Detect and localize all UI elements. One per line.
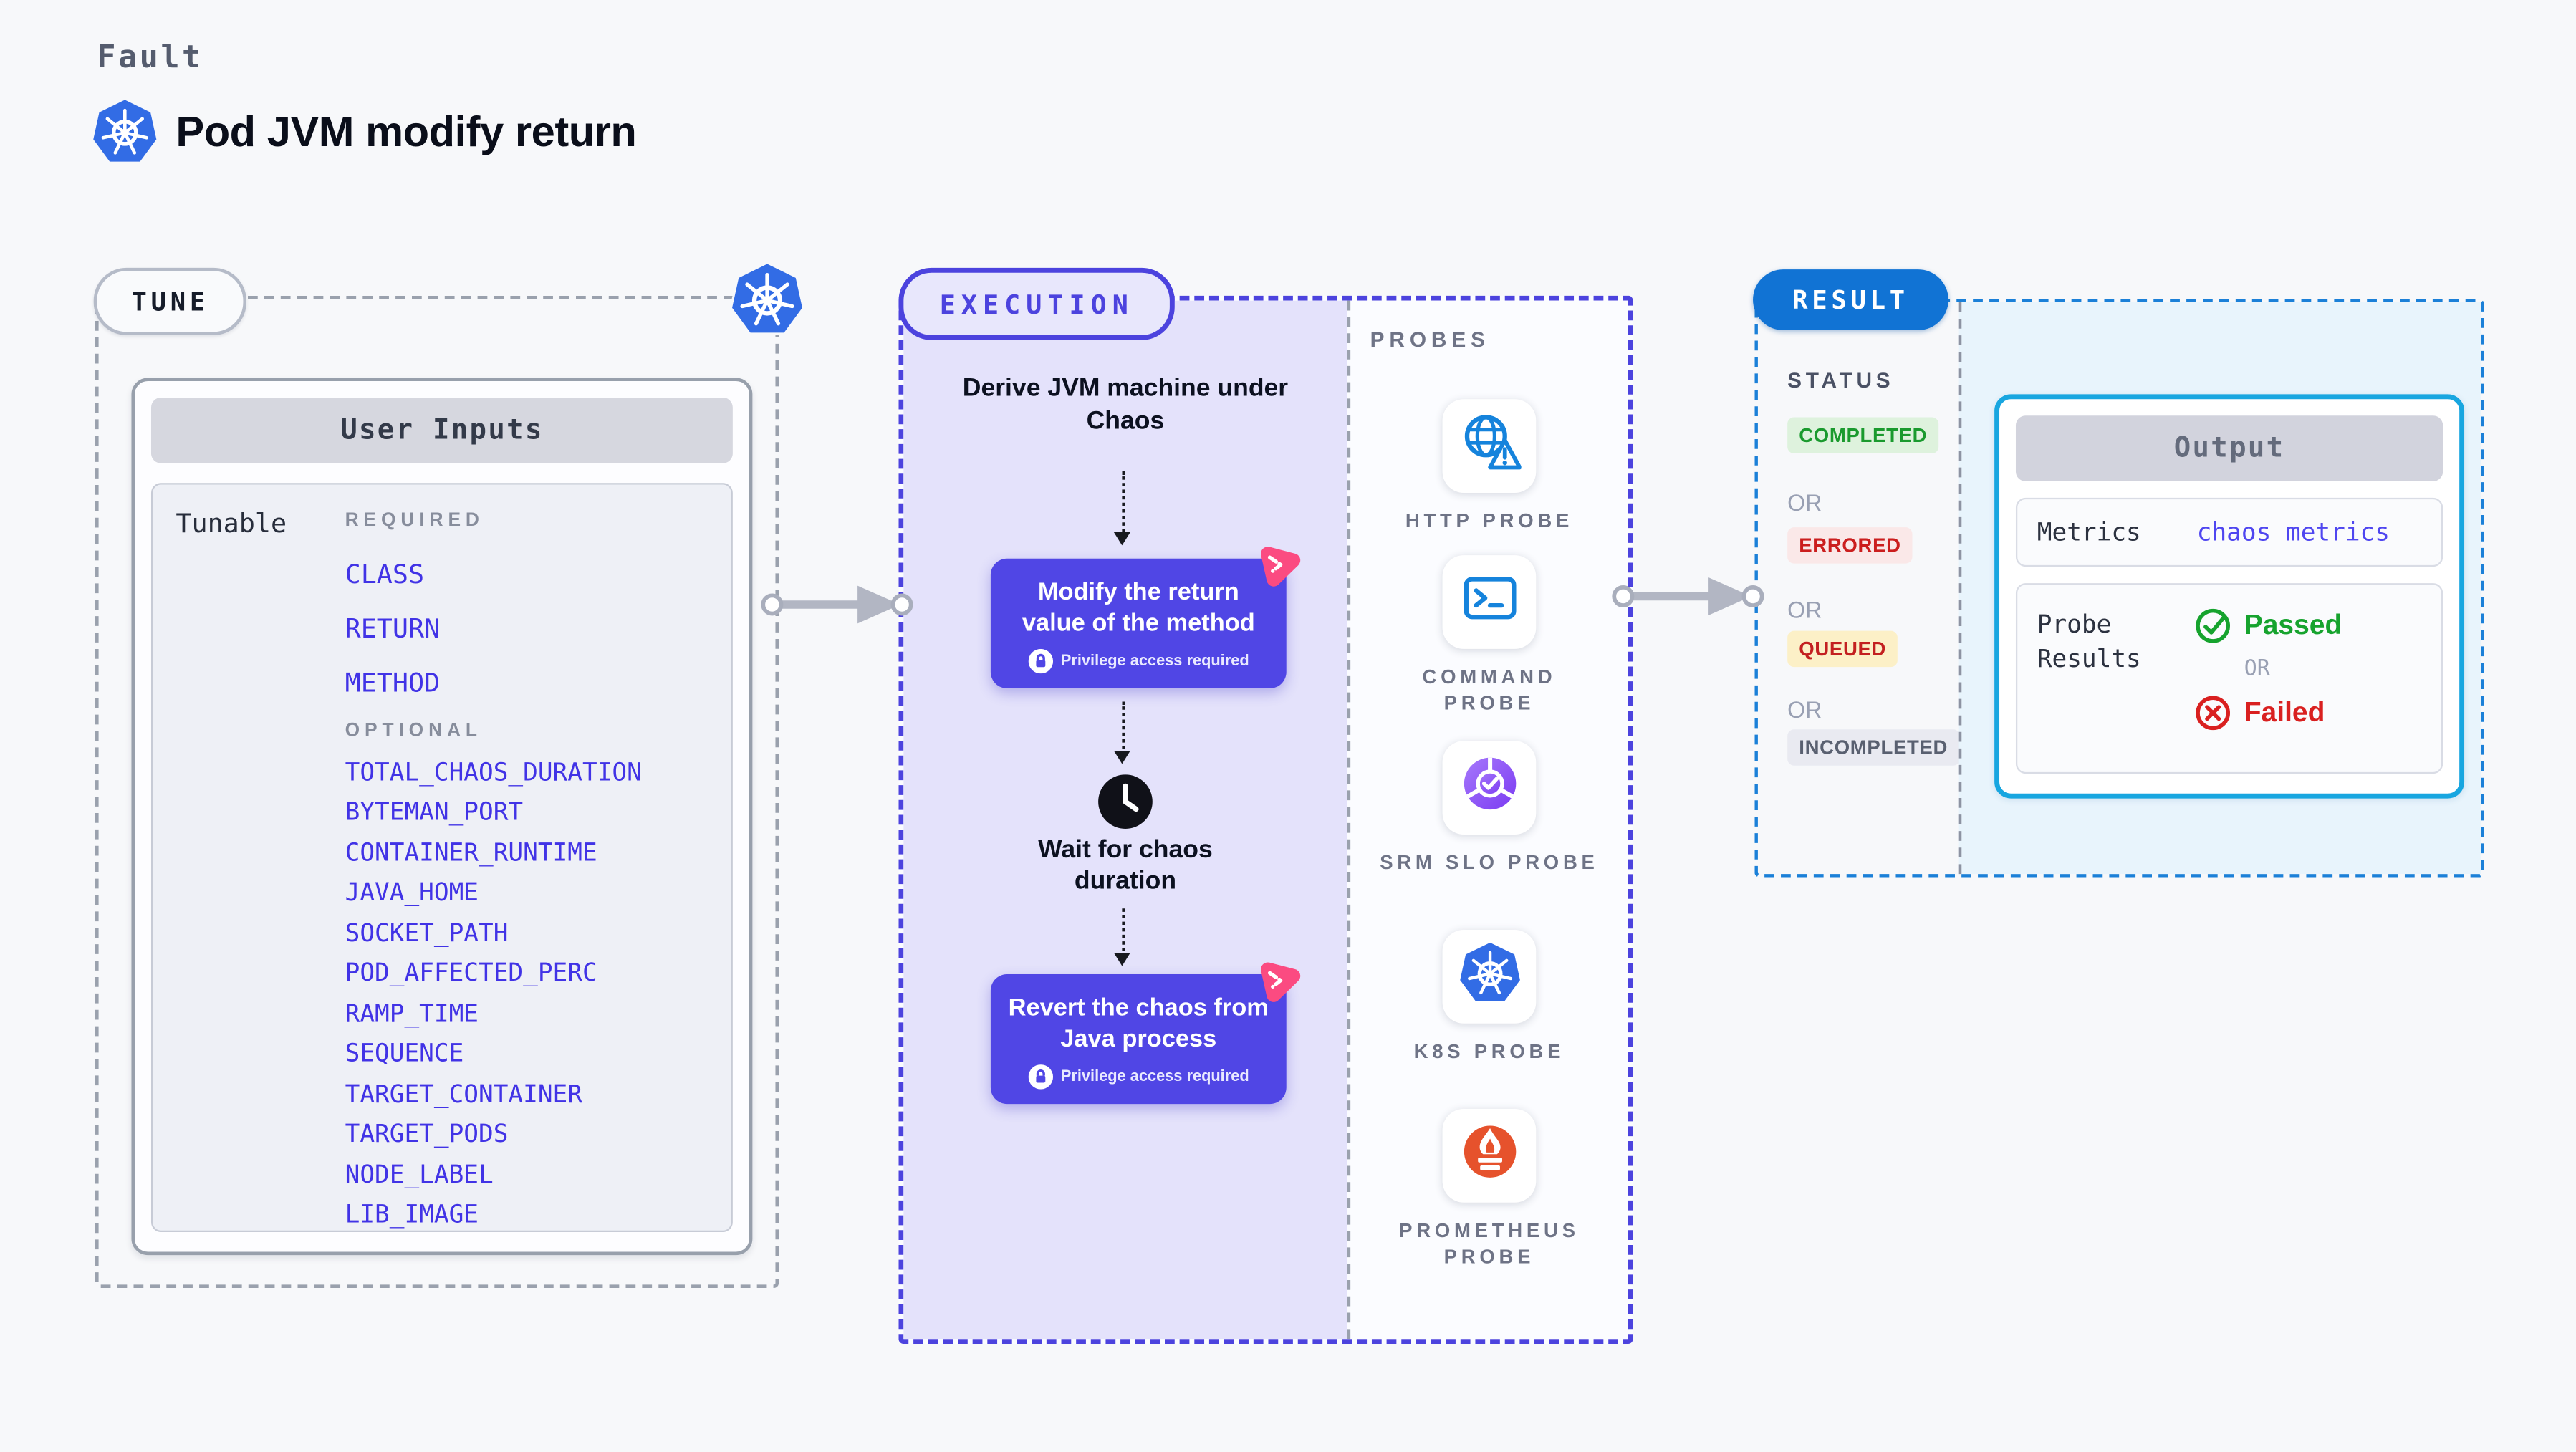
param-link[interactable]: RETURN xyxy=(345,612,441,645)
status-label: STATUS xyxy=(1787,367,1895,393)
param-link[interactable]: CONTAINER_RUNTIME xyxy=(345,837,597,867)
metrics-value-link[interactable]: chaos metrics xyxy=(2196,517,2390,547)
modify-step-card: Modify the return value of the method Pr… xyxy=(990,547,1301,688)
flow-arrow-icon xyxy=(1113,701,1130,764)
param-link[interactable]: RAMP_TIME xyxy=(345,998,479,1028)
tune-to-execution-arrow xyxy=(761,585,913,624)
probe-card xyxy=(1442,555,1537,649)
privilege-row: Privilege access required xyxy=(1004,648,1273,674)
output-title: Output xyxy=(2015,415,2443,481)
probes-label: PROBES xyxy=(1370,327,1490,352)
probe-item: COMMAND PROBE xyxy=(1366,555,1613,716)
param-link[interactable]: TARGET_PODS xyxy=(345,1118,509,1149)
status-badge-incompleted: INCOMPLETED xyxy=(1787,729,1960,766)
or-label: OR xyxy=(1787,696,1822,723)
param-link[interactable]: TARGET_CONTAINER xyxy=(345,1078,582,1108)
execution-section-pill: EXECUTION xyxy=(898,267,1176,340)
probe-card xyxy=(1442,930,1537,1024)
status-badge-completed: COMPLETED xyxy=(1787,417,1939,453)
user-inputs-title: User Inputs xyxy=(150,397,733,463)
privilege-note: Privilege access required xyxy=(1060,1067,1249,1086)
chaos-icon xyxy=(1249,951,1307,1009)
user-inputs-card: User Inputs Tunable REQUIRED CLASS RETUR… xyxy=(131,378,753,1256)
tunable-panel: Tunable REQUIRED CLASS RETURN METHOD OPT… xyxy=(150,483,733,1233)
param-link[interactable]: TOTAL_CHAOS_DURATION xyxy=(345,756,642,787)
required-label: REQUIRED xyxy=(345,511,484,531)
probe-results-label: Probe Results xyxy=(2037,609,2141,674)
derive-step-label: Derive JVM machine under Chaos xyxy=(962,374,1289,435)
page-title: Pod JVM modify return xyxy=(176,105,637,155)
param-link[interactable]: NODE_LABEL xyxy=(345,1158,494,1189)
probe-results-row: Probe Results Passed OR xyxy=(2015,583,2443,774)
probe-item: K8S PROBE xyxy=(1366,930,1613,1064)
kubernetes-icon xyxy=(1458,941,1520,1012)
param-link[interactable]: JAVA_HOME xyxy=(345,877,479,907)
param-link[interactable]: BYTEMAN_PORT xyxy=(345,797,524,827)
param-link[interactable]: POD_AFFECTED_PERC xyxy=(345,958,597,988)
probe-label: HTTP PROBE xyxy=(1405,509,1574,533)
result-section: RESULT STATUS COMPLETED OR ERRORED OR QU… xyxy=(1753,269,2484,878)
param-link[interactable]: SEQUENCE xyxy=(345,1038,464,1068)
privilege-row: Privilege access required xyxy=(1004,1064,1273,1090)
status-badge-errored: ERRORED xyxy=(1787,527,1913,564)
wait-step-label: Wait for chaos duration xyxy=(1038,836,1213,895)
chaos-icon xyxy=(1249,534,1307,592)
kubernetes-icon xyxy=(729,261,805,337)
prometheus-icon xyxy=(1456,1119,1522,1193)
probe-label: PROMETHEUS PROBE xyxy=(1399,1218,1580,1269)
or-label: OR xyxy=(1787,489,1822,516)
probe-results-values: Passed OR Failed xyxy=(2175,608,2342,772)
failed-label: Failed xyxy=(2244,696,2325,728)
probe-card xyxy=(1442,1109,1537,1203)
revert-step-label: Revert the chaos from Java process xyxy=(1008,994,1269,1054)
probe-label: SRM SLO PROBE xyxy=(1380,850,1599,875)
terminal-icon xyxy=(1458,567,1520,638)
revert-step-card: Revert the chaos from Java process Privi… xyxy=(990,962,1301,1105)
lock-icon xyxy=(1027,648,1053,674)
status-badge-queued: QUEUED xyxy=(1787,630,1898,668)
kubernetes-icon xyxy=(92,99,158,165)
tune-section: TUNE User Inputs Tunable REQUIRED xyxy=(93,261,805,1289)
slo-gauge-icon xyxy=(1456,751,1522,824)
output-panel: Output Metrics chaos metrics Probe Resul… xyxy=(1958,302,2481,875)
execution-to-result-arrow xyxy=(1612,577,1764,615)
param-link[interactable]: LIB_IMAGE xyxy=(345,1199,479,1229)
param-link[interactable]: SOCKET_PATH xyxy=(345,917,509,948)
fault-label: Fault xyxy=(97,39,203,76)
execution-flow: Derive JVM machine under Chaos Modify th… xyxy=(903,300,1347,1340)
param-link[interactable]: METHOD xyxy=(345,667,441,698)
param-link[interactable]: CLASS xyxy=(345,558,425,590)
or-label: OR xyxy=(1787,596,1822,623)
lock-icon xyxy=(1027,1064,1053,1090)
result-section-pill: RESULT xyxy=(1753,269,1948,330)
probe-card xyxy=(1442,741,1537,835)
globe-alert-icon xyxy=(1458,410,1522,481)
probe-item: SRM SLO PROBE xyxy=(1366,741,1613,875)
probe-item: PROMETHEUS PROBE xyxy=(1366,1109,1613,1270)
status-panel: STATUS COMPLETED OR ERRORED OR QUEUED OR… xyxy=(1758,302,1960,874)
or-label: OR xyxy=(2244,657,2270,682)
probe-label: COMMAND PROBE xyxy=(1422,665,1557,715)
check-circle-icon xyxy=(2195,608,2231,644)
metrics-label: Metrics xyxy=(2037,517,2141,547)
tunable-label: Tunable xyxy=(176,507,287,539)
probe-card xyxy=(1442,399,1537,494)
flow-arrow-icon xyxy=(1113,908,1130,966)
probe-label: K8S PROBE xyxy=(1413,1039,1565,1063)
output-card: Output Metrics chaos metrics Probe Resul… xyxy=(1994,394,2465,799)
param-list: REQUIRED CLASS RETURN METHOD OPTIONAL TO… xyxy=(345,485,731,1229)
optional-label: OPTIONAL xyxy=(345,721,482,741)
metrics-row: Metrics chaos metrics xyxy=(2015,497,2443,567)
x-circle-icon xyxy=(2195,695,2231,731)
modify-step-label: Modify the return value of the method xyxy=(1022,578,1255,638)
execution-section: EXECUTION Derive JVM machine under Chaos… xyxy=(898,267,1633,1344)
page-header: Pod JVM modify return xyxy=(92,99,637,165)
flow-arrow-icon xyxy=(1113,471,1130,546)
tune-section-pill: TUNE xyxy=(93,267,247,335)
probes-panel: PROBES HTTP P xyxy=(1347,300,1628,1340)
clock-icon xyxy=(1097,774,1153,830)
probe-item: HTTP PROBE xyxy=(1366,399,1613,534)
passed-label: Passed xyxy=(2244,609,2342,641)
privilege-note: Privilege access required xyxy=(1060,652,1249,670)
